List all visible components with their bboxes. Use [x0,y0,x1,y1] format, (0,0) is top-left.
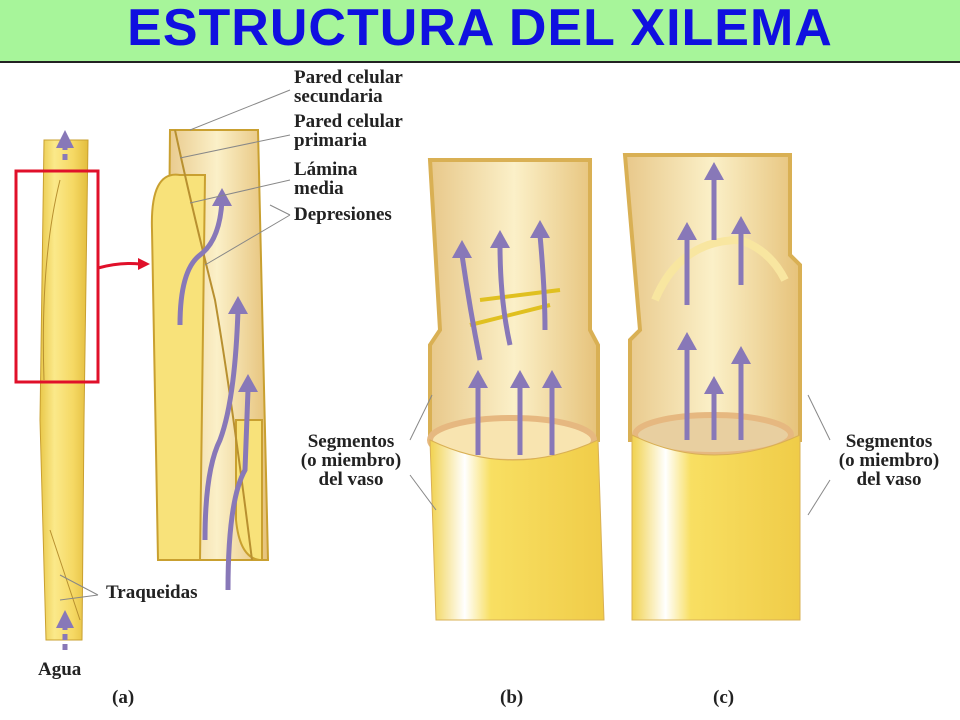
label-depresiones: Depresiones [294,204,392,225]
xylem-diagram [14,89,831,650]
panel-label-a: (a) [112,687,135,708]
panel-label-c: (c) [713,687,735,708]
water-flow-arrow-icon [677,162,751,394]
leader-lines [59,89,831,601]
label-pared-secundaria: Pared celular secundaria [294,68,403,106]
water-flow-arrow-icon [177,199,251,591]
label-line: Segmentos [845,431,933,452]
label-line: Segmentos [307,431,395,452]
label-segmentos-b: Segmentos (o miembro) del vaso [286,432,416,489]
label-line: Pared celular [294,67,403,88]
label-line: del vaso [318,469,384,490]
label-agua: Agua [38,659,82,680]
label-line: (o miembro) [838,450,940,471]
label-line: del vaso [856,469,922,490]
label-line: secundaria [294,86,383,107]
water-flow-arrow-icon [459,234,555,455]
water-flow-arrow-icon [56,130,74,650]
label-line: Pared celular [294,111,403,132]
label-segmentos-c: Segmentos (o miembro) del vaso [824,432,954,489]
tracheid-column [39,139,89,641]
title-banner: ESTRUCTURA DEL XILEMA [0,0,960,63]
highlight-box [14,169,100,384]
label-line: (o miembro) [300,450,402,471]
label-line: primaria [294,130,367,151]
vessel-element-b [427,158,605,621]
label-line: media [294,178,344,199]
water-flow-arrow-icon [212,188,258,392]
label-pared-primaria: Pared celular primaria [294,112,403,150]
label-traqueidas: Traqueidas [106,582,198,603]
water-flow-arrow-icon [452,220,562,388]
page-title: ESTRUCTURA DEL XILEMA [127,0,833,57]
magnify-arrow-icon [97,258,150,270]
label-line: Lámina [294,159,358,180]
panel-label-b: (b) [500,687,524,708]
water-flow-arrow-icon [684,175,744,440]
vessel-element-c [622,153,802,621]
label-lamina-media: Lámina media [294,160,357,198]
tracheid-enlarged [150,129,270,562]
